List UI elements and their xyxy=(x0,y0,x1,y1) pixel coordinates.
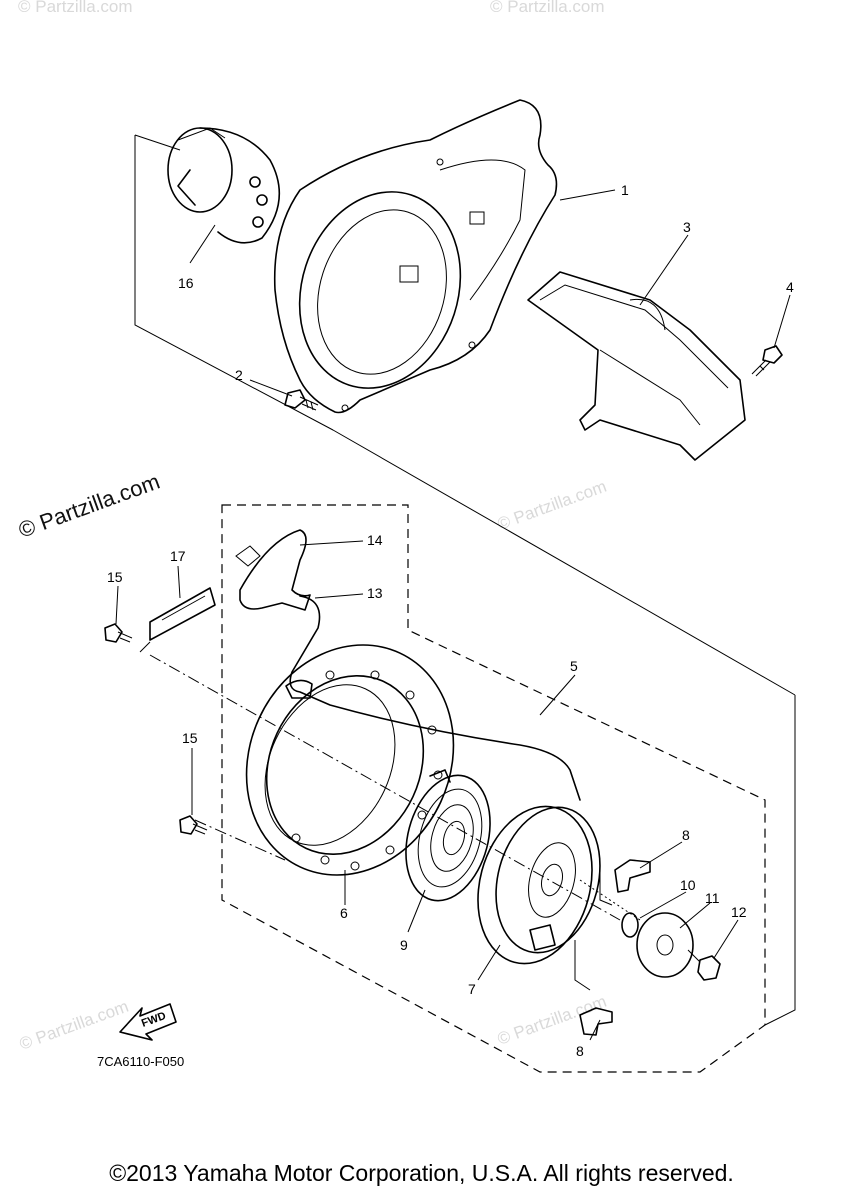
watermark: © Partzilla.com xyxy=(18,0,133,16)
partzilla-watermark: © Partzilla.com xyxy=(15,469,163,543)
part-17-strap xyxy=(139,587,216,653)
part-2-bolt xyxy=(284,389,319,411)
assembly-outline-top xyxy=(134,134,796,696)
part-7-pulley xyxy=(477,805,601,965)
callout-3: 3 xyxy=(683,219,691,235)
alignment-line xyxy=(579,879,641,921)
center-line xyxy=(149,654,621,921)
callout-12: 12 xyxy=(731,904,747,920)
part-9-spring xyxy=(405,769,491,902)
callout-4: 4 xyxy=(786,279,794,295)
callout-8-upper: 8 xyxy=(682,827,690,843)
part-8-pawl-upper xyxy=(614,859,651,893)
figure-code: 7CA6110-F050 xyxy=(97,1054,184,1069)
watermark: © Partzilla.com xyxy=(495,992,609,1049)
part-10-spring xyxy=(621,912,639,938)
callout-10: 10 xyxy=(680,877,696,893)
watermark: © Partzilla.com xyxy=(495,477,609,534)
part-16-cap xyxy=(167,127,281,244)
leader-lines xyxy=(115,189,791,1041)
part-5-assembly-box xyxy=(221,504,766,1073)
part-6-case xyxy=(245,644,455,876)
callout-11: 11 xyxy=(705,890,720,906)
part-11-plate xyxy=(636,912,694,978)
part-14-handle xyxy=(235,529,311,611)
watermark: © Partzilla.com xyxy=(17,997,131,1054)
callout-9: 9 xyxy=(400,937,408,953)
part-15-bolt-lower xyxy=(179,815,208,835)
part-13-rope xyxy=(289,595,581,801)
callout-6: 6 xyxy=(340,905,348,921)
part-8-pawl-lower xyxy=(579,1007,613,1036)
alignment-line xyxy=(599,870,613,906)
callout-2: 2 xyxy=(235,367,243,383)
center-line xyxy=(194,819,286,861)
copyright-notice: ©2013 Yamaha Motor Corporation, U.S.A. A… xyxy=(109,1160,734,1186)
callout-5: 5 xyxy=(570,658,578,674)
callout-1: 1 xyxy=(621,182,629,198)
callout-15-lower: 15 xyxy=(182,730,198,746)
callout-16: 16 xyxy=(178,275,194,291)
alignment-line xyxy=(574,940,591,991)
part-1-housing xyxy=(273,99,558,414)
callout-13: 13 xyxy=(367,585,383,601)
part-12-bolt xyxy=(687,949,721,981)
watermark-group: © Partzilla.com © Partzilla.com © Partzi… xyxy=(17,0,609,1054)
assembly-outline-right xyxy=(764,695,796,1026)
part-3-duct xyxy=(527,271,746,461)
part-15-bolt-upper xyxy=(104,623,133,643)
watermark: © Partzilla.com xyxy=(490,0,605,16)
part-4-bolt xyxy=(751,345,783,377)
callout-8-lower: 8 xyxy=(576,1043,584,1059)
callout-17: 17 xyxy=(170,548,186,564)
callout-7: 7 xyxy=(468,981,476,997)
callout-15-upper: 15 xyxy=(107,569,123,585)
callout-14: 14 xyxy=(367,532,383,548)
